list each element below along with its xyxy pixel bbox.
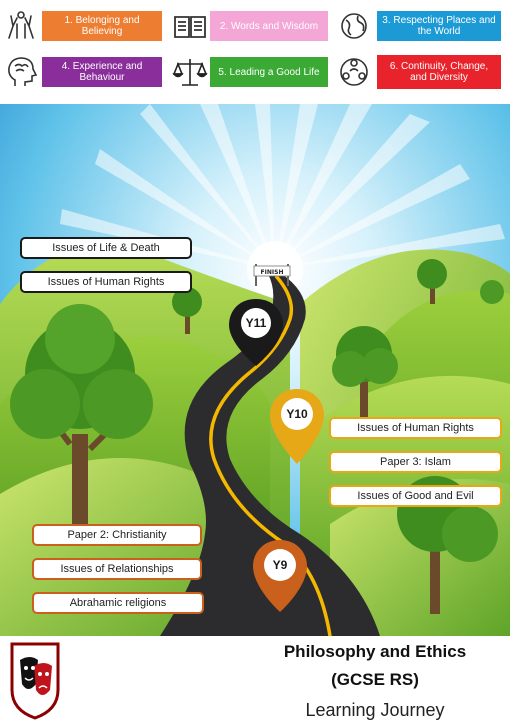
legend-label-5: 5. Leading a Good Life xyxy=(210,57,328,87)
y11-topic-1: Issues of Life & Death xyxy=(20,237,192,259)
course-qualification: (GCSE RS) xyxy=(331,670,419,689)
y10-topic-2: Paper 3: Islam xyxy=(329,451,502,473)
landscape-illustration: FINISH xyxy=(0,104,510,636)
theme-legend: 1. Belonging and Believing 2. Words and … xyxy=(0,0,510,100)
course-title: Philosophy and Ethics xyxy=(283,642,467,661)
learning-journey-scene: FINISH xyxy=(0,104,510,636)
y10-topic-1: Issues of Human Rights xyxy=(329,417,502,439)
legend-label-3: 3. Respecting Places and the World xyxy=(377,11,501,41)
tree-mid-right xyxy=(332,326,398,424)
sun-rays xyxy=(60,104,505,269)
people-icon xyxy=(340,58,368,86)
pin-y11-label: Y11 xyxy=(245,316,267,330)
y10-topic-3: Issues of Good and Evil xyxy=(329,485,502,507)
tree-far-right xyxy=(417,259,504,304)
tree-large-left xyxy=(10,304,153,534)
globe-icon xyxy=(341,13,367,39)
finish-text: FINISH xyxy=(261,269,284,276)
legend-label-6: 6. Continuity, Change, and Diversity xyxy=(377,55,501,89)
y9-topic-3: Abrahamic religions xyxy=(32,592,204,614)
pin-y10-label: Y10 xyxy=(286,407,308,421)
theatre-masks-icon xyxy=(10,642,60,720)
pin-y9-label: Y9 xyxy=(272,558,288,572)
pin-y9 xyxy=(253,540,307,612)
legend-label-4: 4. Experience and Behaviour xyxy=(42,57,162,87)
book-icon xyxy=(174,16,206,38)
y11-topic-2: Issues of Human Rights xyxy=(20,271,192,293)
pin-y10 xyxy=(270,389,324,464)
tree-left-small xyxy=(172,287,202,334)
legend-label-2: 2. Words and Wisdom xyxy=(210,11,328,41)
hands-icon xyxy=(8,11,34,39)
footer: Philosophy and Ethics (GCSE RS) Learning… xyxy=(0,636,510,723)
pin-y11 xyxy=(229,299,283,366)
page-subtitle: Learning Journey xyxy=(305,700,445,720)
head-icon xyxy=(8,57,38,86)
y9-topic-1: Paper 2: Christianity xyxy=(32,524,202,546)
y9-topic-2: Issues of Relationships xyxy=(32,558,202,580)
legend-label-1: 1. Belonging and Believing xyxy=(42,11,162,41)
finish-banner: FINISH xyxy=(253,264,291,286)
road xyxy=(160,274,380,636)
scales-icon xyxy=(172,59,208,86)
